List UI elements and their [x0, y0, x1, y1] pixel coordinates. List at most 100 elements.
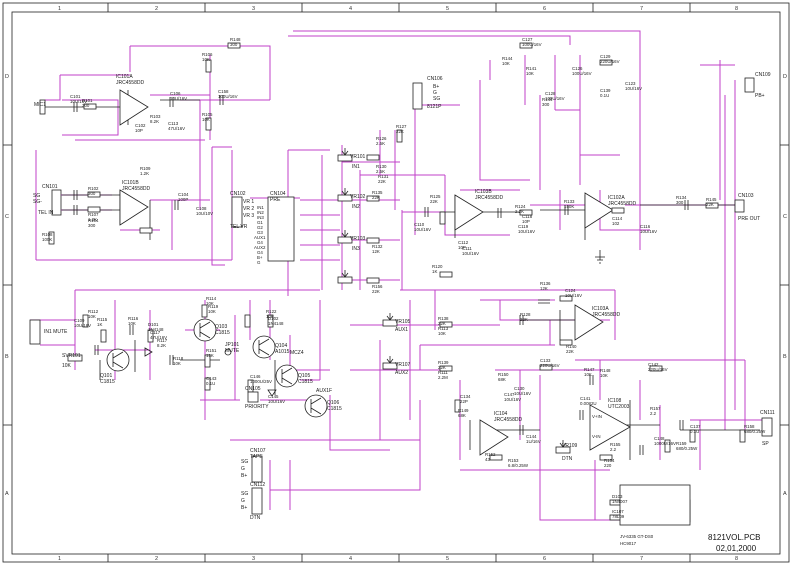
- part-ref: C144: [526, 434, 537, 439]
- part-value: 22P: [460, 399, 468, 404]
- border-row-b-r: B: [783, 354, 787, 360]
- part-ref: C128: [545, 91, 556, 96]
- mic1-label: MIC1: [34, 102, 46, 108]
- cn104-pin7: AUX1: [254, 235, 266, 240]
- svr101-ref: SVR101: [62, 353, 81, 359]
- jp101-label: JP101: [225, 342, 239, 348]
- ic103a-ref: IC103A: [592, 306, 609, 312]
- part-ref: R120: [432, 264, 443, 269]
- part-ref: R145: [706, 197, 717, 202]
- part-ref: D103: [612, 494, 623, 499]
- border-col-1: 1: [58, 6, 61, 12]
- pot-symbols: [67, 148, 571, 454]
- hc-label: HC9017: [620, 541, 637, 546]
- opamp-ic104: [479, 419, 509, 456]
- part-value: 10U/16V: [74, 323, 91, 328]
- part-value: 220U/16V: [600, 59, 620, 64]
- cn106-pin2: G: [433, 90, 437, 96]
- connector-bodies: [29, 77, 773, 526]
- part-value: 10K: [600, 373, 608, 378]
- part-ref: R153: [508, 458, 519, 463]
- border-col-3-b: 3: [252, 556, 255, 562]
- part-value: 300: [82, 103, 90, 108]
- part-value: 1K: [97, 322, 102, 327]
- part-value: 10K: [266, 314, 274, 319]
- part-ref: R109: [140, 166, 151, 171]
- part-ref: C133: [540, 358, 551, 363]
- part-value: 10U/16V: [640, 229, 657, 234]
- border-col-4: 4: [349, 6, 352, 12]
- part-ref: C123: [625, 81, 636, 86]
- part-ref: C148: [654, 436, 665, 441]
- vr107-ref: VR107: [395, 362, 411, 368]
- cn102-label: TEL VR: [230, 224, 248, 230]
- part-value: 10P: [522, 219, 530, 224]
- cn101-pin2: SG-: [33, 199, 42, 205]
- cn104-pin2: IN2: [257, 210, 264, 215]
- cn106-label: 8121P: [427, 104, 442, 110]
- part-value: 100U/16V: [522, 42, 542, 47]
- opamp-ic101a: [119, 89, 149, 126]
- part-value: 680/0.25W: [676, 446, 698, 451]
- part-value: 680/0.25W: [744, 429, 766, 434]
- part-value: 150K: [564, 204, 574, 209]
- cn111-ref: CN111: [760, 410, 775, 416]
- border-col-7-b: 7: [640, 556, 643, 562]
- cn112-pin1: SG: [241, 491, 248, 497]
- part-ref: R119: [208, 304, 219, 309]
- cn102-pin3: VR 3: [243, 213, 254, 219]
- cn103-label: PRE OUT: [738, 216, 760, 222]
- cn112-label: DTN: [250, 515, 261, 521]
- border-row-a: A: [5, 491, 9, 497]
- part-value: 300: [88, 223, 96, 228]
- aux1f-label: AUX1F: [316, 388, 332, 394]
- part-value: 10U/16V: [70, 99, 87, 104]
- part-value: 78L09: [612, 514, 625, 519]
- part-value: 100P: [178, 197, 188, 202]
- part-ref: R118: [173, 356, 184, 361]
- part-ref: R148: [230, 37, 241, 42]
- part-ref: R159: [676, 441, 687, 446]
- part-ref: C126: [572, 66, 583, 71]
- cn101-pin1: SG: [33, 193, 40, 199]
- ic101b-part: JRC4558DD: [122, 186, 150, 192]
- part-ref: R107: [88, 212, 99, 217]
- border-col-1-b: 1: [58, 556, 61, 562]
- magenta-wiring: [30, 30, 765, 521]
- opamp-symbols: [119, 89, 631, 456]
- part-ref: R156: [372, 284, 383, 289]
- part-ref: R103: [150, 114, 161, 119]
- part-ref: R102: [88, 186, 99, 191]
- part-value: 100U/16V: [545, 96, 565, 101]
- cn104-pin11: B+: [257, 255, 263, 260]
- cn106-pin3: SG: [433, 96, 440, 102]
- part-ref: C158: [218, 89, 229, 94]
- part-value: 2.2: [610, 447, 617, 452]
- q104-ref: Q104: [275, 343, 287, 349]
- part-value: 47U/16V: [168, 126, 185, 131]
- q101-part: C1815: [100, 379, 115, 385]
- part-value: 1N4148: [148, 327, 164, 332]
- border-col-8-b: 8: [735, 556, 738, 562]
- part-value: 10U/16V: [504, 397, 521, 402]
- part-ref: R108: [42, 232, 53, 237]
- part-value: 12K: [540, 286, 548, 291]
- opamp-ic101b: [119, 189, 149, 226]
- part-value: 220U/16V: [648, 367, 668, 372]
- transistor-labels: Q101 C1815 Q103 C1815 Q104 A1015 Q105 C1…: [100, 324, 342, 412]
- cn106-ref: CN106: [427, 76, 443, 82]
- part-ref: R105: [202, 112, 213, 117]
- part-ref: R138: [438, 316, 449, 321]
- part-ref: R144: [542, 97, 553, 102]
- ic103b-part: JRC4558DD: [475, 195, 503, 201]
- part-ref: R112: [88, 309, 99, 314]
- part-value: 68K: [458, 413, 466, 418]
- part-value: 220U/16V: [540, 363, 560, 368]
- part-ref: C110: [414, 222, 425, 227]
- misc-symbols: [144, 256, 605, 397]
- part-ref: R101: [82, 98, 93, 103]
- part-value: 1N4007: [612, 499, 628, 504]
- cn102-pin2: VR 2: [243, 206, 254, 212]
- part-ref: C127: [522, 37, 533, 42]
